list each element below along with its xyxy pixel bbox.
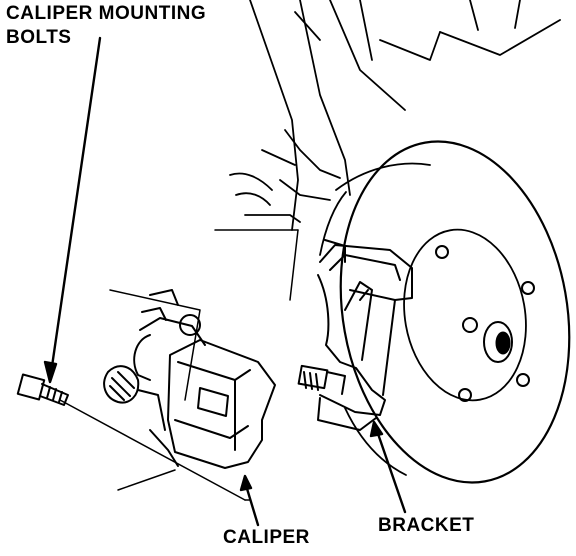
suspension-strut — [229, 0, 561, 231]
brake-rotor — [319, 140, 571, 484]
caliper-part — [103, 289, 276, 469]
caliper-mounting-bolt — [16, 373, 69, 406]
caliper-mounting-bolts-label: CALIPER MOUNTING BOLTS — [6, 2, 206, 50]
exploded-view-lines — [59, 229, 299, 501]
bracket-part — [297, 239, 413, 431]
caliper-mounting-bolts-label-line2: BOLTS — [6, 27, 72, 48]
leader-arrows — [43, 36, 407, 527]
caliper-label: CALIPER — [223, 527, 310, 548]
caliper-mounting-bolts-label-line1: CALIPER MOUNTING — [6, 3, 207, 24]
bracket-label: BRACKET — [378, 515, 475, 536]
